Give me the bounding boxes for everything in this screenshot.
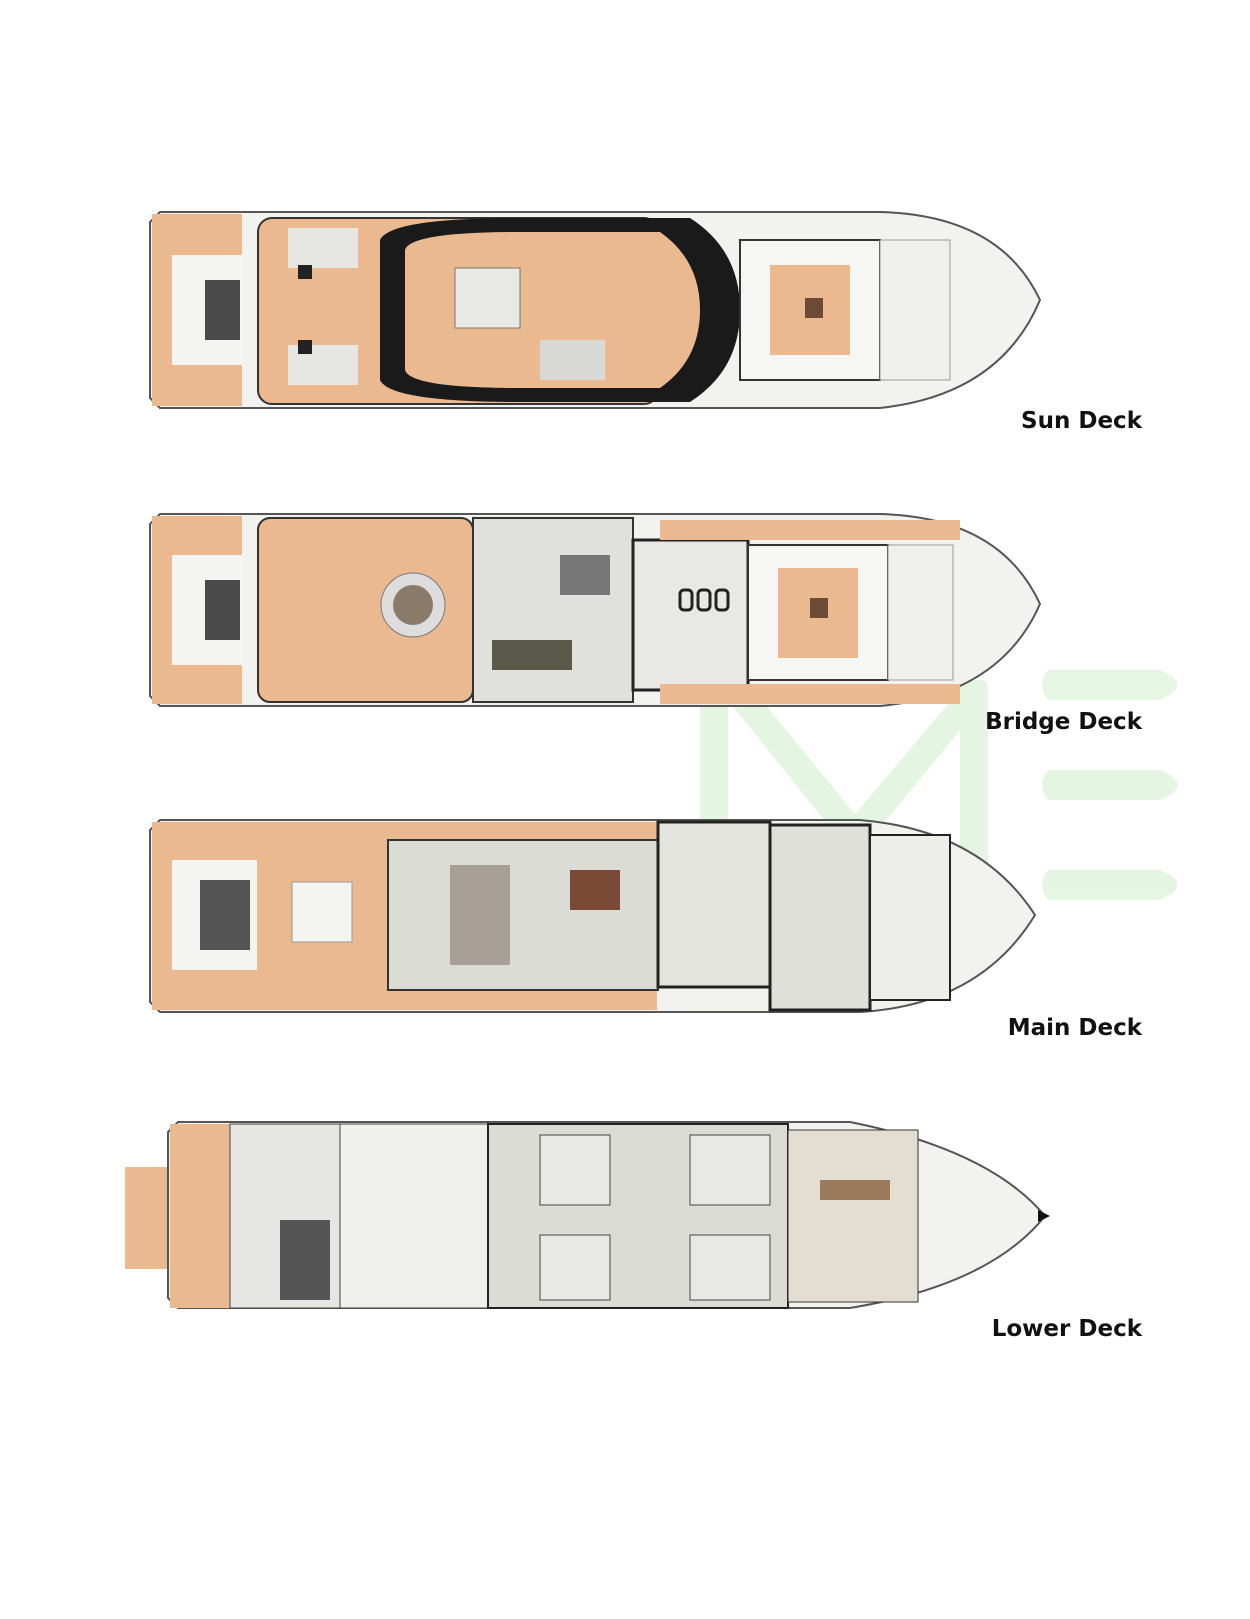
main-deck-plan <box>149 819 1037 1013</box>
deck-label-sun: Sun Deck <box>1021 408 1142 434</box>
deck-label-bridge: Bridge Deck <box>985 709 1142 735</box>
deck-label-lower: Lower Deck <box>991 1316 1142 1342</box>
bridge-deck-plan <box>149 513 1042 707</box>
lower-deck-plan <box>125 1121 1050 1309</box>
sun-deck-plan <box>149 211 1042 409</box>
deck-label-main: Main Deck <box>1007 1015 1142 1041</box>
